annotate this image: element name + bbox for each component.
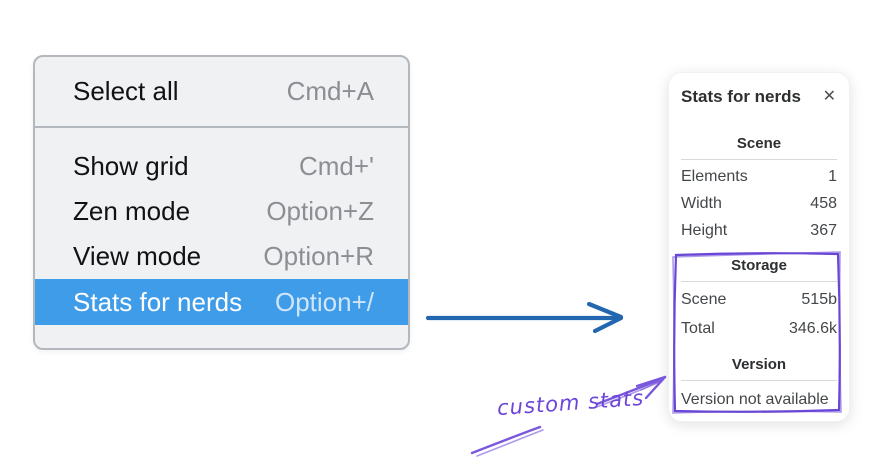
menu-item-label: Zen mode xyxy=(73,196,191,226)
section-header: Scene xyxy=(736,135,782,152)
stat-label: Total xyxy=(681,320,715,337)
arrow-shaft-2 xyxy=(593,380,662,409)
stats-section-version: Version Version not available xyxy=(681,355,837,411)
menu-item-label: Show grid xyxy=(73,151,189,181)
menu-item-stats-for-nerds[interactable]: Stats for nerds Option+/ xyxy=(35,279,408,325)
menu-item-shortcut: Cmd+A xyxy=(286,76,374,106)
arrow-tail-2 xyxy=(476,429,544,457)
menu-item-label: Select all xyxy=(73,76,179,106)
stat-label: Width xyxy=(681,195,722,212)
stat-label: Height xyxy=(681,222,728,239)
menu-item-select-all[interactable]: Select all Cmd+A xyxy=(35,57,408,126)
version-note: Version not available xyxy=(681,391,829,408)
arrow-shaft xyxy=(595,376,666,406)
menu-item-shortcut: Option+Z xyxy=(266,196,374,226)
menu-item-shortcut: Option+/ xyxy=(274,286,374,317)
stats-section-scene: Scene Elements 1 Width 458 Height 367 xyxy=(681,134,837,244)
stat-value: 515b xyxy=(801,291,837,308)
section-divider xyxy=(681,380,837,381)
section-divider xyxy=(681,281,837,282)
section-divider xyxy=(681,159,837,160)
arrow-head-sketch xyxy=(640,379,664,391)
menu-item-shortcut: Cmd+' xyxy=(298,151,374,181)
arrow-head-bottom xyxy=(592,315,624,334)
menu-item-shortcut: Option+R xyxy=(263,241,374,271)
menu-item-view-mode[interactable]: View mode Option+R xyxy=(35,234,408,279)
menu-group-view-options: Show grid Cmd+' Zen mode Option+Z View m… xyxy=(35,128,408,325)
section-header: Storage xyxy=(731,257,787,274)
menu-item-show-grid[interactable]: Show grid Cmd+' xyxy=(35,144,408,189)
stats-panel: Stats for nerds ✕ Scene Elements 1 Width… xyxy=(668,72,850,422)
section-header: Version xyxy=(731,356,787,373)
stat-label: Elements xyxy=(681,168,748,185)
stat-value: 346.6k xyxy=(788,320,837,337)
stats-panel-header: Stats for nerds ✕ xyxy=(681,86,837,108)
stat-value: 367 xyxy=(810,222,837,239)
stats-panel-title: Stats for nerds xyxy=(681,87,801,106)
menu-divider xyxy=(35,126,408,128)
stats-section-storage: Storage Scene 515b Total 346.6k xyxy=(681,256,837,343)
stat-row: Scene 515b xyxy=(681,285,837,314)
stat-label: Scene xyxy=(681,291,727,308)
arrow-head-left xyxy=(635,375,667,388)
stat-row: Height 367 xyxy=(681,217,837,244)
stat-value: 1 xyxy=(828,168,837,185)
menu-item-label: Stats for nerds xyxy=(73,286,243,317)
menu-item-label: View mode xyxy=(73,241,202,271)
stat-row: Width 458 xyxy=(681,190,837,217)
menu-item-zen-mode[interactable]: Zen mode Option+Z xyxy=(35,189,408,234)
stat-row: Total 346.6k xyxy=(681,314,837,343)
close-icon[interactable]: ✕ xyxy=(822,88,836,105)
context-menu: Select all Cmd+A Show grid Cmd+' Zen mod… xyxy=(33,55,410,350)
stat-row: Elements 1 xyxy=(681,163,837,190)
arrow-head-down xyxy=(644,375,667,400)
arrow-tail xyxy=(470,425,542,455)
arrow-head-top xyxy=(586,301,624,320)
stat-value: 458 xyxy=(810,195,837,212)
annotation-custom-stats: custom stats xyxy=(496,385,645,421)
